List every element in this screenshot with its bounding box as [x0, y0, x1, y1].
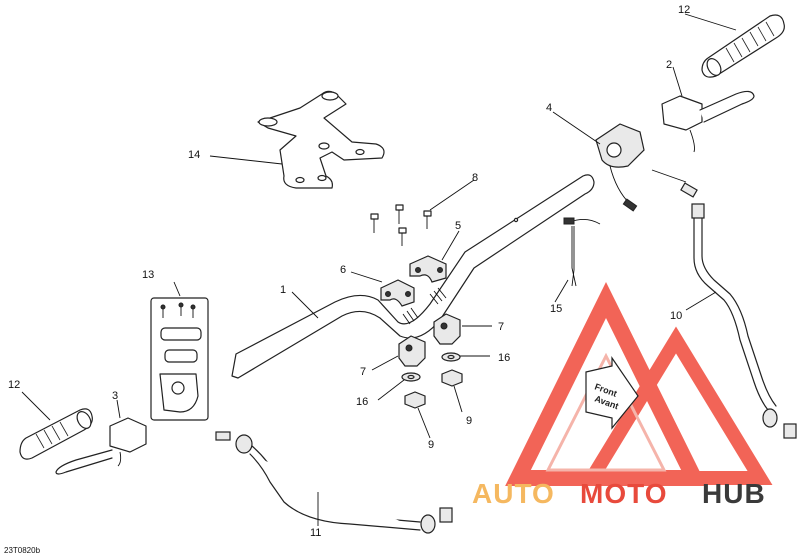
riser-7-left	[398, 335, 426, 367]
callout-16-right: 16	[498, 352, 510, 364]
washer-16-right	[441, 352, 461, 362]
handlebar	[231, 174, 595, 379]
callout-15: 15	[550, 303, 562, 315]
callout-9-left: 9	[428, 439, 434, 451]
callout-16-left: 16	[356, 396, 368, 408]
upper-clamp-6	[380, 279, 415, 307]
callout-2: 2	[666, 59, 672, 71]
grip-right	[701, 14, 785, 78]
nut-9-left	[404, 391, 426, 409]
clutch-lever-left	[55, 417, 147, 475]
mounting-bracket	[257, 90, 385, 189]
callout-11: 11	[310, 527, 321, 539]
callout-4: 4	[546, 102, 552, 114]
drawing-reference: 23T0820b	[4, 546, 41, 555]
callout-14: 14	[188, 149, 200, 161]
callout-9-right: 9	[466, 415, 472, 427]
watermark-auto: AUTO	[472, 478, 555, 509]
watermark-hub: HUB	[702, 478, 766, 509]
callout-3: 3	[112, 390, 118, 402]
callout-numbers: 1 2 3 4 5 6 7 7 8 9 9 10 11 12 12 13 14 …	[8, 4, 690, 539]
washer-16-left	[401, 372, 421, 382]
direction-arrow: Front Avant	[585, 356, 639, 430]
watermark-text: AUTO MOTO HUB	[472, 478, 766, 509]
bolts	[370, 204, 432, 246]
hardware-kit	[150, 297, 209, 421]
grip-left	[19, 408, 93, 460]
leader-lines	[21, 13, 737, 526]
callout-12-left: 12	[8, 379, 20, 391]
callout-8: 8	[472, 172, 478, 184]
upper-clamp-5	[409, 255, 447, 283]
kit-screws	[160, 302, 196, 318]
callout-7-left: 7	[360, 366, 366, 378]
callout-6: 6	[340, 264, 346, 276]
brake-lever-right	[661, 90, 755, 153]
watermark-moto: MOTO	[580, 478, 667, 509]
callout-10: 10	[670, 310, 682, 322]
callout-5: 5	[455, 220, 461, 232]
clutch-cable	[215, 431, 453, 534]
handlebar-knurl	[402, 287, 447, 325]
callout-12-right: 12	[678, 4, 690, 16]
watermark-logo	[505, 281, 773, 486]
riser-7-right	[433, 313, 461, 345]
switch-housing	[595, 123, 645, 212]
wiring-harness	[563, 217, 601, 287]
throttle-cable	[680, 182, 797, 439]
callout-13: 13	[142, 269, 154, 281]
callout-7-right: 7	[498, 321, 504, 333]
nut-9-right	[441, 369, 463, 387]
callout-1: 1	[280, 284, 286, 296]
